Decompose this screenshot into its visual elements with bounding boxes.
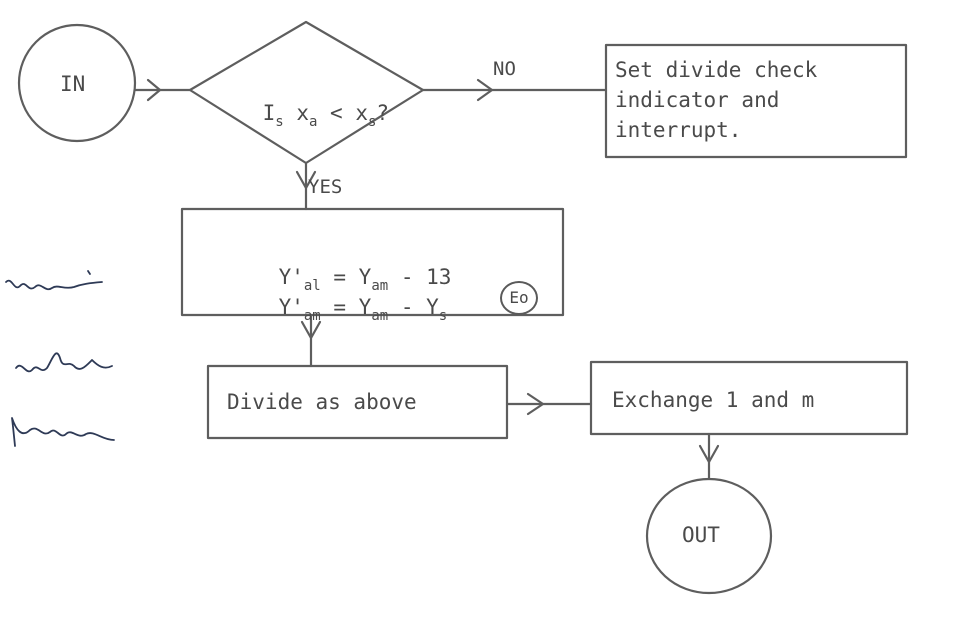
assign-1-rhs: - 13 xyxy=(388,265,452,289)
divide-box-shape xyxy=(206,364,509,440)
arrowhead-in-decision xyxy=(146,78,162,102)
connector-eo: Eo xyxy=(500,281,538,315)
assign-2-mid-sub: am xyxy=(371,308,389,324)
exchange-label: Exchange 1 and m xyxy=(612,388,815,412)
decision-var-sub: a xyxy=(308,114,318,130)
assign-2-lhs: Y' xyxy=(278,295,304,319)
out-label: OUT xyxy=(682,523,720,547)
decision-op: < x xyxy=(317,101,368,125)
decision-prefix: I xyxy=(262,101,276,125)
in-label: IN xyxy=(60,72,86,96)
handwritten-margin-note xyxy=(5,270,115,447)
assign-2-rhs-sub: s xyxy=(438,308,448,324)
assign-1-lhs: Y' xyxy=(278,265,304,289)
set-divide-check-line-3: interrupt. xyxy=(615,118,742,142)
assign-1-mid: = Y xyxy=(320,265,372,289)
assign-line-1: Y'al = Yam - 13 xyxy=(228,240,452,318)
assign-2-lhs-sub: am xyxy=(303,308,321,324)
assign-1-mid-sub: am xyxy=(371,278,389,294)
decision-var: x xyxy=(283,101,309,125)
set-divide-check-box-shape xyxy=(604,43,908,159)
edge-label-no: NO xyxy=(493,58,516,80)
assign-1-lhs-sub: al xyxy=(303,278,321,294)
edge-label-yes: YES xyxy=(308,176,343,198)
arrowhead-yes xyxy=(295,170,317,190)
decision-prefix-sub: s xyxy=(275,114,284,130)
in-terminal-shape xyxy=(17,23,137,143)
assign-2-mid: = Y xyxy=(320,295,372,319)
divide-label: Divide as above xyxy=(227,390,417,414)
assign-2-rhs: - Y xyxy=(388,295,439,319)
arrowhead-assign-divide xyxy=(300,320,322,340)
decision-suffix: ? xyxy=(376,101,390,125)
exchange-box-shape xyxy=(589,360,909,436)
assign-line-2: Y'am = Yam - Ys xyxy=(228,270,448,348)
decision-rhs-sub: s xyxy=(367,114,377,130)
assign-box-shape xyxy=(180,207,565,317)
decision-label: Is xa < xs? xyxy=(212,76,390,154)
arrowhead-divide-exchange xyxy=(526,392,545,416)
arrowhead-exchange-out xyxy=(698,444,720,464)
set-divide-check-line-1: Set divide check xyxy=(615,58,818,82)
arrowhead-no xyxy=(476,78,494,102)
set-divide-check-line-2: indicator and xyxy=(615,88,780,112)
